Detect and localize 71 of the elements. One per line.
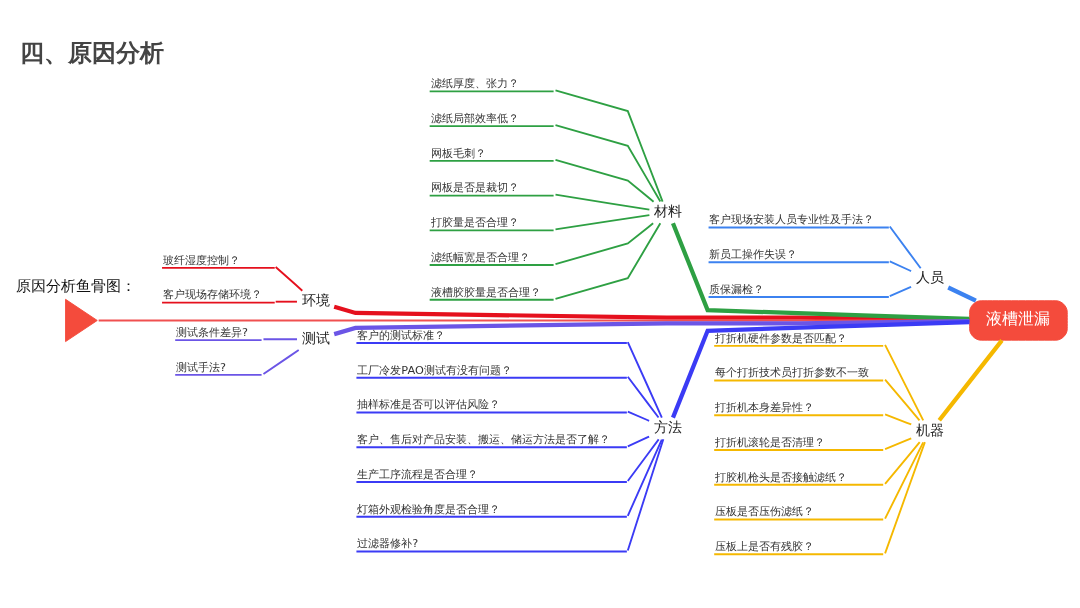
node-text: 客户现场安装人员专业性及手法？ [709, 212, 875, 226]
connector [274, 265, 304, 292]
node-text: 打折机滚轮是否清理？ [715, 435, 826, 449]
connector [884, 412, 913, 425]
connector [671, 319, 970, 418]
diagram-title: 四、原因分析 [20, 37, 165, 67]
connector [884, 440, 925, 520]
connector [554, 213, 651, 230]
label: 原因分析鱼骨图： [16, 276, 137, 295]
connector [884, 378, 921, 421]
connector [626, 340, 663, 418]
connector [554, 221, 662, 300]
node-text: 生产工序流程是否合理？ [357, 467, 479, 481]
node-text: 滤纸局部效率低？ [430, 111, 519, 125]
connector [671, 222, 970, 321]
node-text: 滤纸厚度、张力？ [430, 76, 519, 90]
node-text: 测试条件差异? [176, 325, 249, 339]
node-text: 测试 [301, 329, 330, 346]
connector [626, 435, 651, 447]
node-text: 客户的测试标准？ [357, 328, 446, 342]
connector [884, 437, 913, 450]
connector [626, 375, 660, 418]
node-text: 液槽胶胶量是否合理？ [430, 285, 541, 299]
connector [333, 318, 970, 336]
connector [554, 193, 651, 211]
node-text: 打折机硬件参数是否匹配？ [715, 331, 848, 345]
node-text: 环境 [301, 291, 330, 308]
connector [626, 410, 651, 422]
connector [554, 88, 664, 203]
node-text: 方法 [653, 418, 682, 435]
connector [884, 440, 926, 554]
connector [274, 300, 298, 303]
connector [947, 285, 977, 303]
node-text: 客户、售后对产品安装、搬运、储运方法是否了解？ [357, 432, 611, 446]
node-text: 材料 [653, 202, 682, 219]
connector [262, 337, 298, 340]
node-text: 工厂冷发PAO测试有没有问题？ [357, 363, 512, 377]
connector [888, 285, 913, 297]
connector [888, 225, 922, 269]
node-text: 灯箱外观检验角度是否合理？ [357, 502, 501, 516]
node-text: 打折机本身差异性？ [715, 400, 815, 414]
connector [626, 437, 660, 482]
node-text: 压板是否压伤滤纸？ [715, 504, 815, 518]
node-text: 人员 [915, 268, 944, 285]
node-text: 网板是否是裁切？ [430, 180, 519, 194]
node-tail [65, 298, 98, 342]
connector [554, 123, 662, 202]
node-text: 测试手法? [176, 360, 227, 374]
node-text: 打胶量是否合理？ [430, 215, 519, 229]
node-text: 质保漏检？ [709, 282, 765, 296]
connector [884, 343, 925, 421]
connector [626, 438, 663, 517]
node-text: 每个打折技术员打折参数不一致 [715, 365, 870, 379]
node-text: 打胶机枪头是否接触滤纸？ [715, 470, 848, 484]
connector [626, 437, 665, 551]
connector [937, 338, 1004, 422]
node-box: 液槽泄漏 [969, 299, 1068, 341]
connector [884, 440, 921, 485]
connector [554, 158, 655, 203]
node-text: 新员工操作失误？ [709, 247, 798, 261]
connector [888, 259, 913, 272]
node-text: 压板上是否有残胶？ [715, 539, 815, 553]
node-text: 过滤器修补? [357, 536, 419, 550]
node-text: 机器 [915, 421, 944, 438]
node-text: 网板毛刺？ [430, 146, 486, 160]
node-text: 抽样标准是否可以评估风险？ [357, 397, 501, 411]
node-text: 客户现场存储环境？ [162, 287, 262, 301]
connector [554, 221, 655, 265]
node-text: 滤纸幅宽是否合理？ [430, 250, 530, 264]
connector [262, 348, 300, 375]
node-text: 玻纤湿度控制？ [162, 253, 240, 267]
